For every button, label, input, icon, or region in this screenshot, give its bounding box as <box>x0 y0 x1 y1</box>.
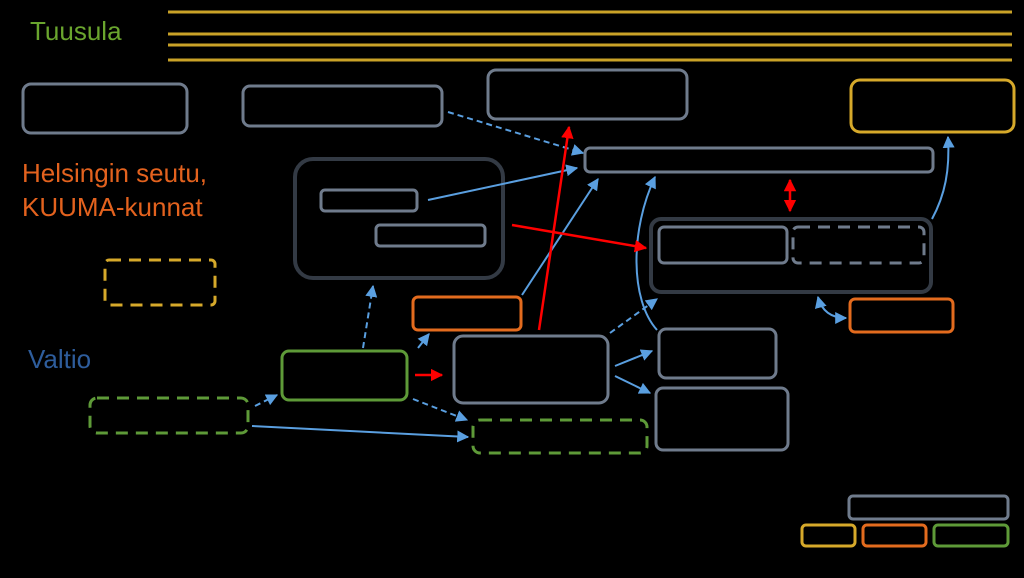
box-top-right-yellow <box>849 78 1016 134</box>
arrow-green-to-orange <box>417 333 430 349</box>
box-right-inner-solid <box>657 225 789 265</box>
arrow-red-center-up <box>537 125 574 331</box>
legend-box-orange <box>861 523 928 548</box>
arrow-red-group-to-container <box>511 223 648 253</box>
arrow-center-to-small-1 <box>614 349 654 367</box>
arrow-center-to-small-2 <box>614 375 652 394</box>
label-helsinki-line1: Helsingin seutu, <box>22 158 207 188</box>
arrow-group-to-bar <box>427 164 579 201</box>
box-right-container <box>649 217 933 294</box>
arrow-green-to-group <box>362 284 378 349</box>
label-helsinki-region: Helsingin seutu, KUUMA-kunnat <box>22 156 207 224</box>
red-arrows <box>415 125 797 382</box>
legend-box-yellow <box>800 523 857 548</box>
blue-arrows <box>251 111 955 443</box>
arrow-right-small-to-bar <box>635 175 658 331</box>
diagram-boxes <box>21 68 1016 548</box>
box-group-inner-2 <box>374 223 487 248</box>
timeline-lines <box>168 10 1012 62</box>
box-center-top <box>241 84 444 128</box>
label-tuusula: Tuusula <box>30 16 122 46</box>
arrow-center-top-to-bar <box>447 111 585 156</box>
arrow-dashed-left-to-bottom-dashed <box>251 425 470 443</box>
label-valtio: Valtio <box>28 344 92 374</box>
box-green-solid <box>280 349 409 402</box>
arrow-dashed-left-to-green <box>254 394 279 407</box>
box-yellow-dashed <box>103 258 217 307</box>
box-group-container <box>293 157 505 280</box>
arrow-container-to-yellow <box>931 135 955 220</box>
box-wide-bar <box>583 146 935 174</box>
box-top-middle <box>486 68 689 121</box>
legend-box-gray <box>847 494 1010 521</box>
legend-box-green <box>932 523 1010 548</box>
box-orange-middle <box>411 295 523 332</box>
box-green-dashed-left <box>88 396 250 435</box>
box-group-inner-1 <box>319 188 419 213</box>
box-green-dashed-bottom <box>471 418 649 455</box>
box-left-top <box>21 82 189 135</box>
box-right-small-2 <box>654 386 790 452</box>
box-right-small-1 <box>657 327 778 380</box>
box-orange-right <box>848 297 955 334</box>
box-center-main <box>452 334 610 405</box>
label-helsinki-line2: KUUMA-kunnat <box>22 192 203 222</box>
arrow-container-orange-right <box>814 295 848 324</box>
arrow-orange-to-bar <box>521 177 599 296</box>
arrow-center-to-container <box>609 298 658 334</box>
box-right-inner-dashed <box>791 225 926 265</box>
